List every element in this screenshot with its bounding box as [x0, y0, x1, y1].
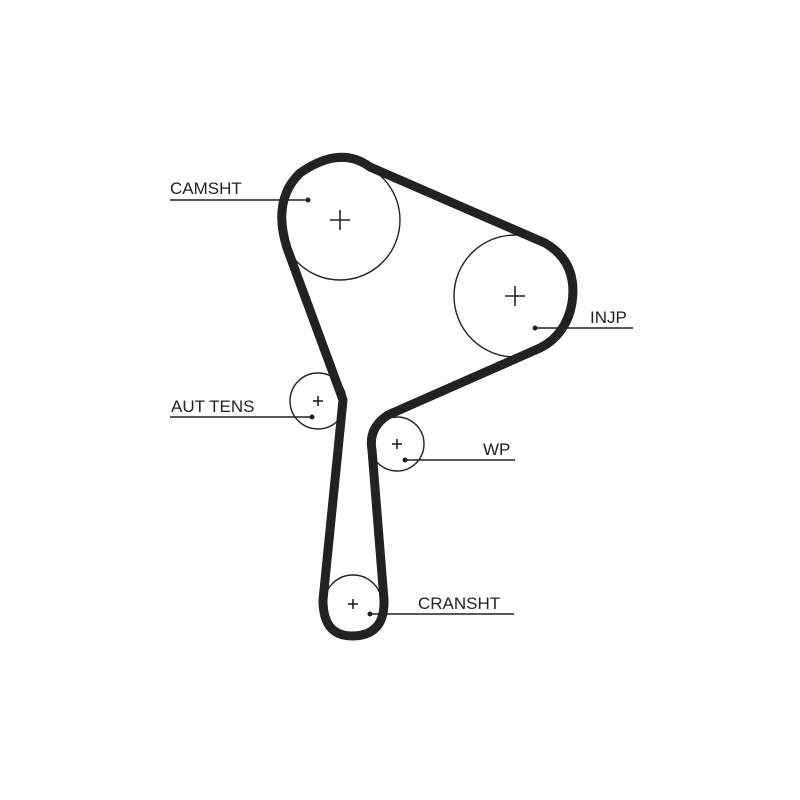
injection-pump-pulley — [453, 234, 577, 358]
camshaft-pulley — [279, 159, 401, 281]
injection-pump-leader — [532, 325, 633, 331]
crankshaft-label: CRANSHT — [418, 594, 500, 613]
crankshaft-leader — [367, 611, 514, 617]
water-pump-label: WP — [483, 440, 510, 459]
water-pump-pulley — [369, 416, 425, 472]
injection-pump-label: INJP — [590, 308, 627, 327]
auto-tensioner-pulley — [289, 372, 347, 430]
camshaft-label: CAMSHT — [170, 179, 242, 198]
timing-belt — [277, 152, 578, 641]
crankshaft-pulley — [323, 574, 383, 634]
auto-tensioner-label: AUT TENS — [171, 397, 254, 416]
camshaft-leader — [170, 197, 311, 203]
water-pump-leader — [402, 457, 515, 463]
auto-tensioner-leader — [170, 414, 315, 420]
